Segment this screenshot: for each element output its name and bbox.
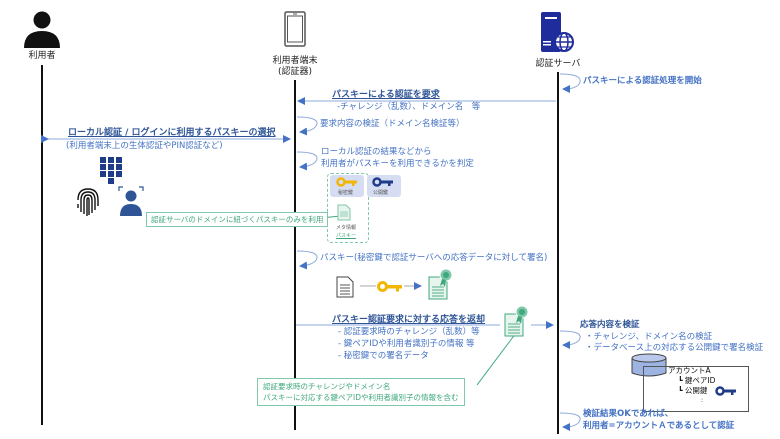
local-auth-title: ローカル認証 / ログインに利用するパスキーの選択 (68, 128, 276, 138)
unsigned-document-icon (336, 276, 354, 298)
self-loop-server-verify (559, 330, 581, 349)
self-loop-judge (296, 151, 318, 171)
server-globe-icon (541, 12, 574, 52)
judge-line1: ローカル認証の結果などから (321, 147, 432, 157)
sign-step-label: パスキー(秘密鍵で認証サーバへの応答データに対して署名) (320, 253, 548, 263)
passkey-note: 認証サーバのドメインに紐づくパスキーのみを利用 (146, 212, 329, 227)
self-loop-verify (296, 116, 318, 136)
account-record-box (643, 366, 749, 412)
verify-request-label: 要求内容の検証（ドメイン名検証等） (320, 119, 465, 129)
signed-document-icon (428, 268, 453, 300)
db-keypair-branch: ┗ 鍵ペアID (678, 376, 716, 385)
passkey-container (327, 173, 369, 243)
local-auth-sub: (利用者端末上の生体認証やPIN認証など) (66, 141, 223, 151)
self-loop-sign (296, 250, 318, 270)
verify-item: ・チャレンジ、ドメイン名の検証 (585, 332, 713, 342)
actor-user-label: 利用者 (28, 51, 56, 61)
signed-response-icon (504, 305, 529, 337)
passkey-label: パスキー (336, 233, 357, 239)
person-icon (24, 11, 60, 48)
public-key-icon (372, 177, 393, 187)
request-sub: -チャレンジ（乱数）、ドメイン名 等 (337, 102, 481, 112)
db-pubkey-branch: ┗ 公開鍵 (678, 386, 708, 395)
metadata-label: メタ情報 (336, 225, 357, 231)
db-more: : (701, 397, 704, 404)
private-key-label: 秘密鍵 (338, 190, 354, 196)
db-account-label: アカウントA (668, 366, 711, 375)
actor-server-label: 認証サーバ (535, 59, 581, 69)
smartphone-icon (284, 11, 306, 47)
verify-item: ・データベース上の対応する公開鍵で署名検証 (585, 343, 764, 353)
private-key-sign-icon (377, 281, 402, 292)
server-start-label: パスキーによる認証処理を開始 (583, 76, 702, 86)
response-item: - 秘密鍵での署名データ (338, 351, 429, 361)
public-key-label: 公開鍵 (373, 190, 389, 196)
actor-device-label: 利用者端末 (認証器) (272, 56, 318, 77)
response-note-connector (476, 332, 517, 386)
response-item: - 鍵ペアIDや利用者識別子の情報 等 (338, 339, 475, 349)
user-lifeline (41, 65, 43, 425)
judge-line2: 利用者がパスキーを利用できるかを判定 (321, 159, 474, 169)
self-loop-server-start (559, 73, 581, 93)
response-title: パスキー認証要求に対する応答を返却 (332, 315, 486, 325)
request-title: パスキーによる認証を要求 (332, 90, 440, 100)
result-line1: 検証結果OKであれば、 (583, 409, 674, 419)
database-icon (631, 353, 667, 377)
verify-title: 応答内容を検証 (580, 320, 640, 330)
pin-keypad-icon (100, 157, 122, 184)
private-key-icon (336, 177, 357, 187)
db-public-key-icon (715, 386, 736, 396)
response-note: 認証要求時のチャレンジやドメイン名 パスキーに対応する鍵ペアIDや利用者識別子の… (257, 378, 465, 406)
face-recognition-icon (118, 186, 144, 216)
server-lifeline (557, 72, 559, 434)
response-item: - 認証要求時のチャレンジ（乱数）等 (338, 327, 480, 337)
self-loop-result (559, 412, 581, 431)
device-lifeline (294, 80, 296, 430)
result-line2: 利用者=アカウントＡであるとして認証 (583, 421, 735, 431)
fingerprint-icon (77, 188, 99, 216)
metadata-document-icon (337, 204, 351, 221)
